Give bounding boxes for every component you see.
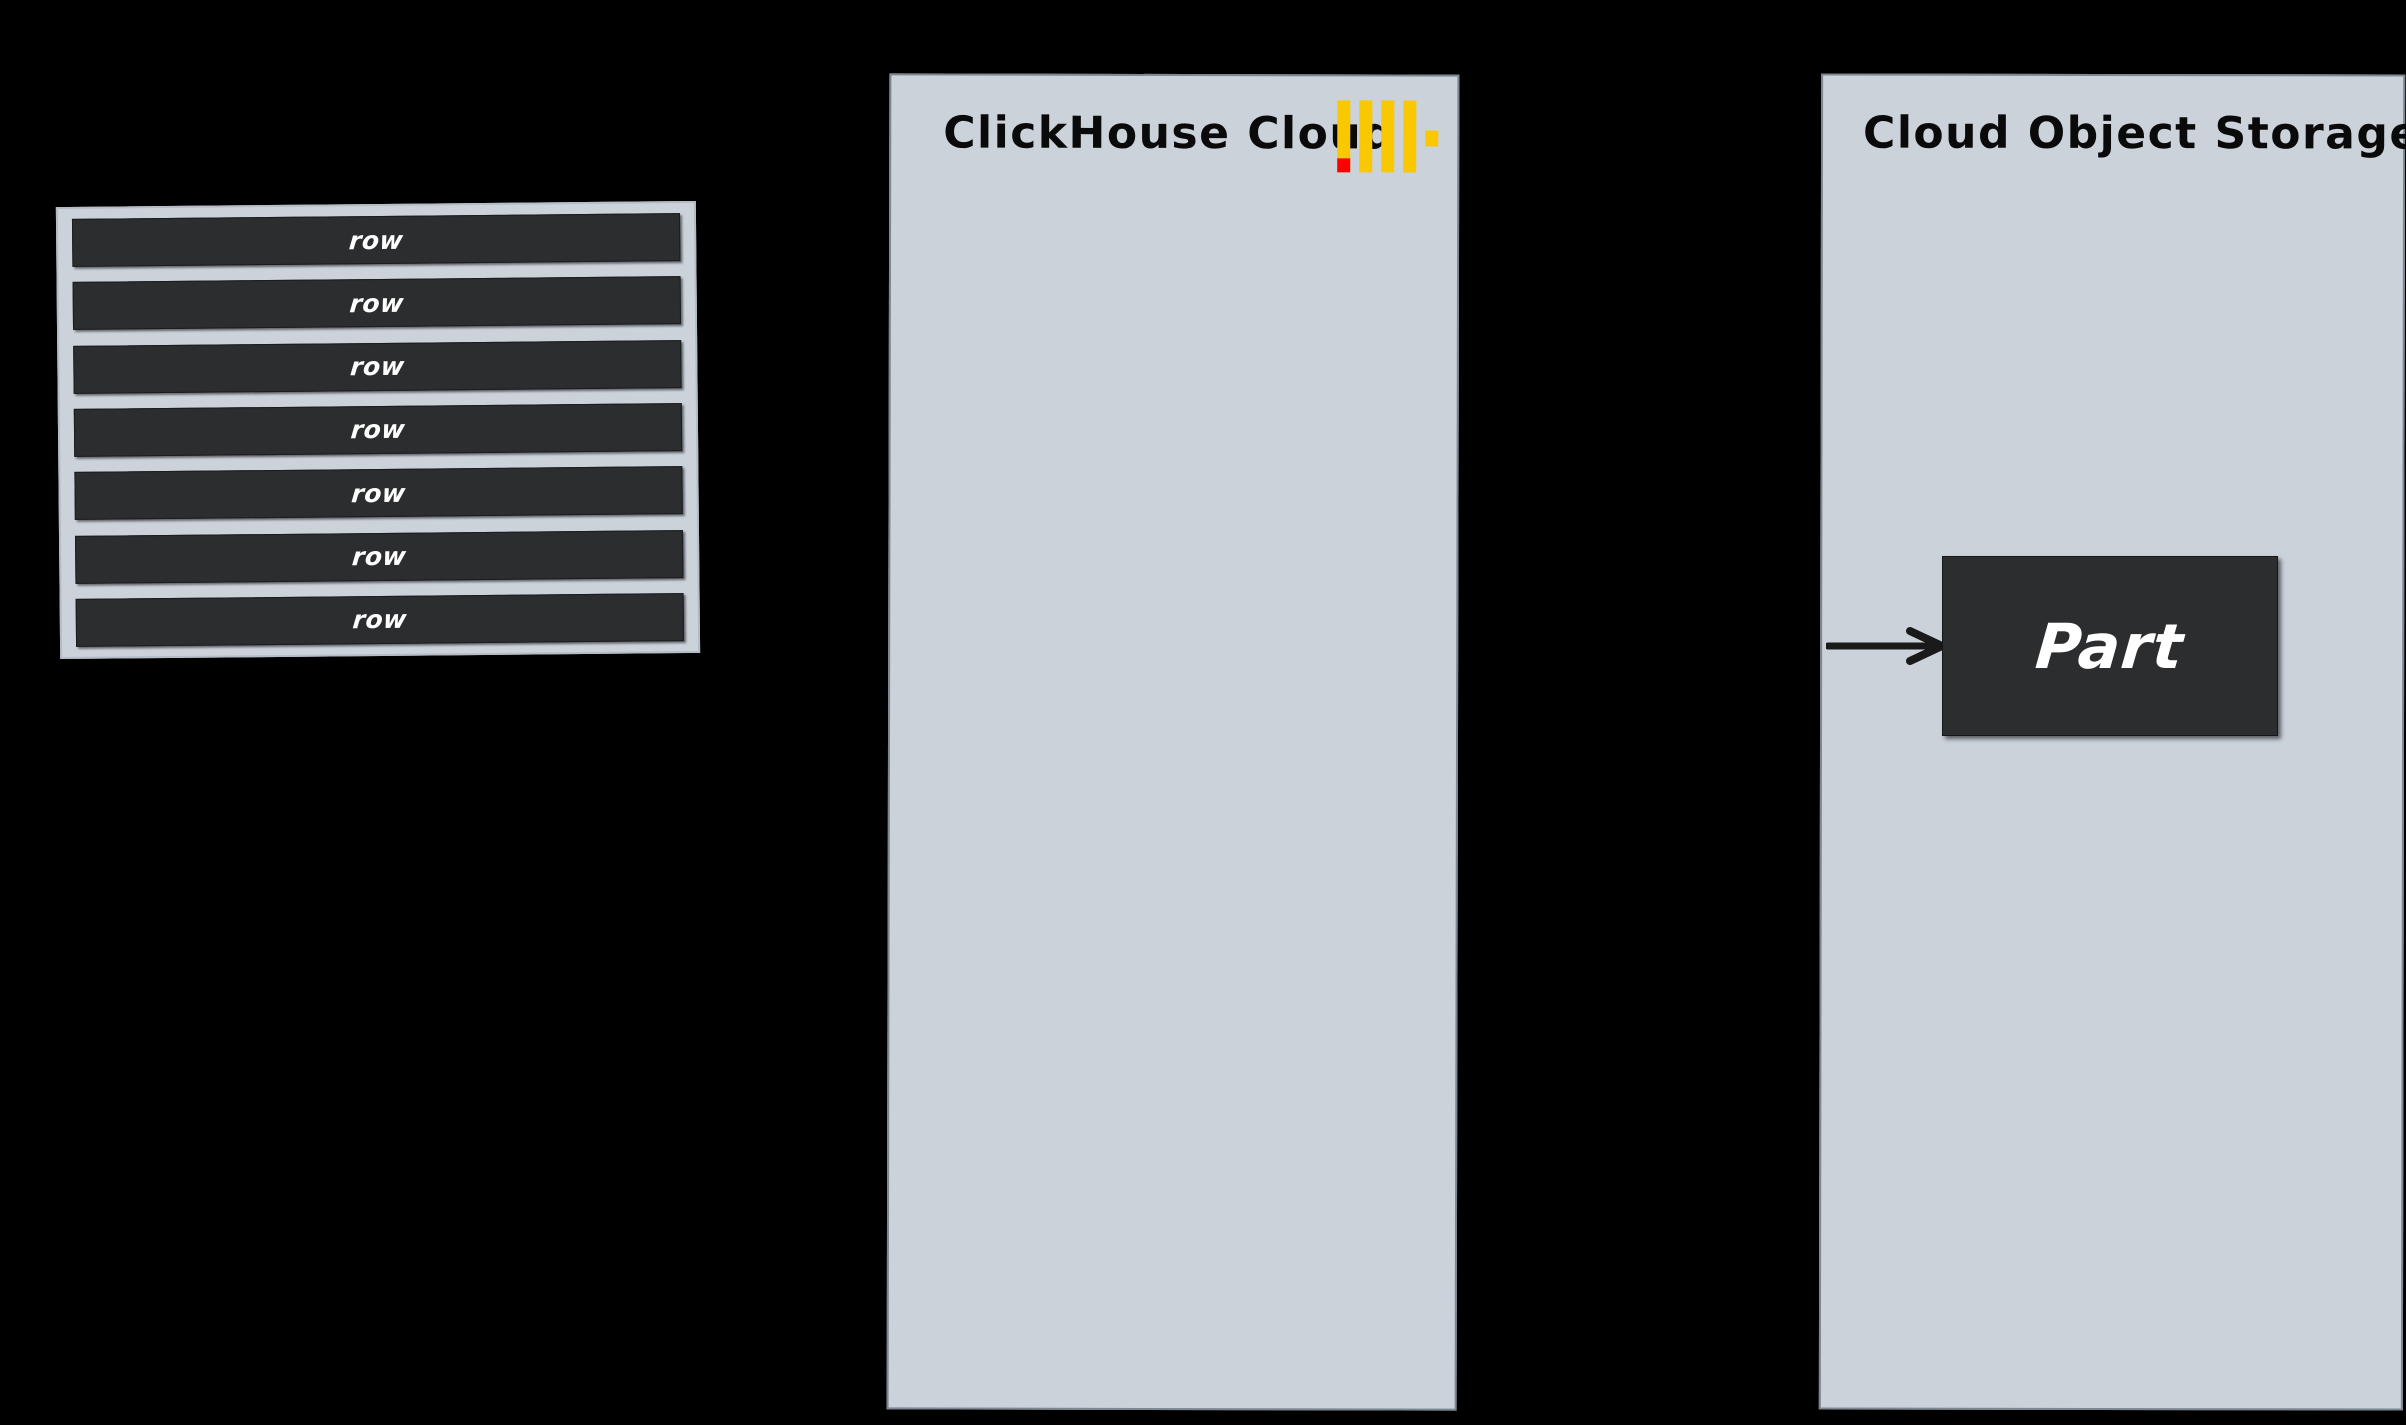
table-row-label: row [347, 225, 405, 255]
clickhouse-logo-icon [1337, 100, 1439, 173]
clickhouse-cloud-panel: ClickHouse Cloud [886, 73, 1460, 1411]
cloud-object-storage-title: Cloud Object Storage [1863, 107, 2406, 160]
table-row: row [75, 593, 685, 647]
part-box: Part [1942, 556, 2278, 736]
table-row: row [71, 213, 681, 267]
table-row-label: row [351, 605, 409, 635]
table-row: row [74, 466, 683, 521]
row-stack: row row row row row row row [55, 200, 701, 660]
part-box-label: Part [2033, 609, 2187, 683]
table-row-label: row [348, 288, 406, 319]
logo-bar-2 [1359, 100, 1373, 173]
table-row-label: row [349, 415, 407, 445]
logo-bar-3 [1381, 100, 1395, 173]
table-row-label: row [348, 351, 406, 382]
table-row-label: row [350, 478, 408, 509]
table-row: row [73, 403, 683, 457]
logo-bar-4 [1403, 100, 1417, 173]
logo-dot-square [1425, 130, 1439, 147]
clickhouse-cloud-title: ClickHouse Cloud [943, 107, 1396, 160]
logo-accent-square [1337, 158, 1351, 173]
table-row: row [73, 339, 682, 394]
arrow-right-icon [1826, 627, 1946, 665]
table-row: row [72, 276, 682, 331]
table-row-label: row [350, 541, 408, 572]
table-row: row [74, 529, 684, 584]
cloud-object-storage-panel: Cloud Object Storage [1818, 73, 2406, 1411]
